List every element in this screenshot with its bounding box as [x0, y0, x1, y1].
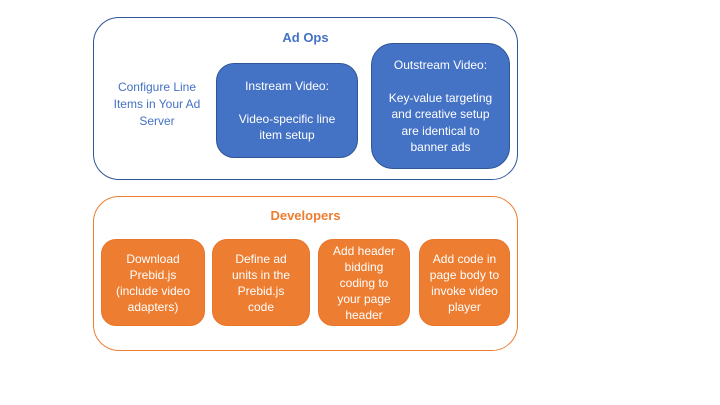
step-download-prebid-label: Download Prebid.js (include video adapte…: [115, 251, 191, 314]
outstream-video-body: Key-value targeting and creative setup a…: [388, 90, 493, 155]
step-invoke-video-player-box: Add code in page body to invoke video pl…: [419, 239, 510, 326]
step-header-bidding-code-label: Add header bidding coding to your page h…: [332, 243, 396, 322]
outstream-video-box: Outstream Video: Key-value targeting and…: [371, 43, 510, 169]
instream-video-body: Video-specific line item setup: [238, 111, 336, 143]
developers-group: Developers Download Prebid.js (include v…: [93, 196, 518, 351]
step-define-ad-units-box: Define ad units in the Prebid.js code: [212, 239, 310, 326]
ad-ops-group: Ad Ops Configure Line Items in Your Ad S…: [93, 17, 518, 180]
step-download-prebid-box: Download Prebid.js (include video adapte…: [101, 239, 205, 326]
outstream-video-heading: Outstream Video:: [393, 57, 488, 72]
step-define-ad-units-label: Define ad units in the Prebid.js code: [231, 251, 291, 314]
configure-line-items-note: Configure Line Items in Your Ad Server: [113, 80, 201, 128]
developers-title: Developers: [270, 208, 341, 223]
step-header-bidding-code-box: Add header bidding coding to your page h…: [318, 239, 410, 326]
instream-video-heading: Instream Video:: [245, 78, 329, 93]
instream-video-box: Instream Video: Video-specific line item…: [216, 63, 358, 158]
step-invoke-video-player-label: Add code in page body to invoke video pl…: [429, 251, 500, 314]
ad-ops-title: Ad Ops: [282, 30, 329, 45]
